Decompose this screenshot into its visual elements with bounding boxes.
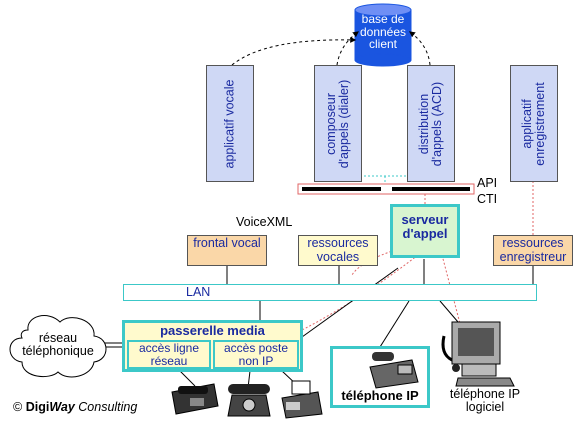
acces-ligne-box: accès ligne réseau [127,340,211,369]
api-label: API [477,176,498,190]
app-composeur: composeur d'appels (dialer) [314,65,362,182]
phone-analog-1-icon [171,383,219,415]
line-passerelle-phone1 [179,370,196,387]
phone-analog-2-icon [227,384,271,417]
passerelle-title: passerelle media [160,323,265,338]
ip-phone-icon [369,352,419,389]
app-distribution-label: distribution d'appels (ACD) [416,81,444,166]
link-serveur-vocales [351,249,396,276]
lan-label: LAN [186,285,211,299]
link-serveur-passerelle [301,254,419,331]
app-enregistrement: applicatif enregistrement [510,65,558,182]
ressources-vocales-box: ressources vocales [298,235,378,266]
telephone-ip-box: téléphone IP [330,346,430,408]
app-enregistrement-label: applicatif enregistrement [519,81,547,166]
copyright-rest: Consulting [74,400,138,414]
line-lan-phoneip [379,300,410,348]
database-label: base de données client [359,12,407,52]
database-cylinder [354,3,412,67]
fax-icon [281,380,323,419]
telephone-ip-label: téléphone IP [333,388,427,404]
reseau-label: réseau téléphonique [22,331,94,359]
cti-bar [297,183,475,195]
app-composeur-label: composeur d'appels (dialer) [323,79,351,168]
cti-label: CTI [477,192,498,206]
computer-softphone-icon [441,321,515,387]
passerelle-media-box: passerelle media accès ligne réseau accè… [122,320,303,372]
frontal-vocal-box: frontal vocal [187,235,267,266]
voicexml-label: VoiceXML [236,215,293,229]
copyright-symbol: © [13,400,23,414]
line-passerelle-serveur [301,267,399,338]
app-vocale-label: applicatif vocale [222,79,237,168]
arrow-vocale-db [231,36,357,66]
serveur-appel-label: serveur d'appel [401,212,449,242]
copyright-digi: Digi [25,400,50,414]
telephone-logiciel-label: téléphone IP logiciel [449,387,521,415]
arrow-composeur-db [336,31,359,66]
cloud-shape [9,315,107,378]
acces-poste-box: accès poste non IP [213,340,299,369]
app-vocale: applicatif vocale [206,65,254,182]
copyright-way: Way [49,400,75,414]
line-lan-softphone [439,300,459,323]
lan-bar: LAN [123,284,537,301]
app-distribution: distribution d'appels (ACD) [407,65,455,182]
arrow-distribution-db [409,31,431,66]
copyright-label: © DigiWay Consulting [13,400,138,414]
ressources-enregistreur-box: ressources enregistreur [493,235,573,266]
serveur-appel-box: serveur d'appel [390,204,460,258]
